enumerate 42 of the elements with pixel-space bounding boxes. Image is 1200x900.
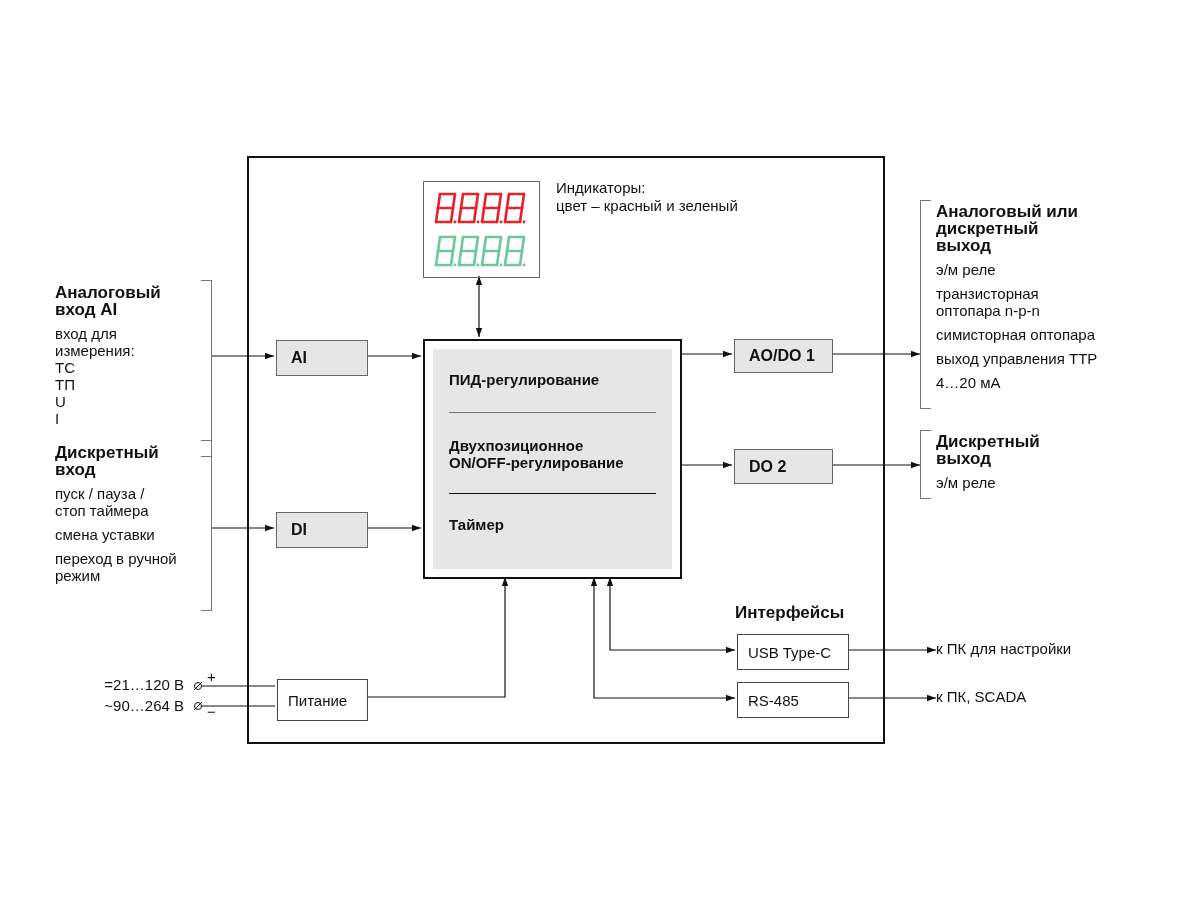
indicator-caption: цвет – красный и зеленый [556, 197, 738, 214]
description-text: пуск / пауза / стоп таймера [55, 485, 150, 519]
description-text: симисторная оптопара [936, 326, 1097, 343]
group-heading: Аналоговый вход AI [55, 284, 162, 318]
description-text: ТС [55, 359, 76, 376]
destination-label: к ПК, SCADA [936, 688, 1028, 705]
function-block: AO/DO 1 [734, 339, 833, 373]
voltage-label: ~90…264 В [103, 697, 184, 714]
description-text: вход для измерения: [55, 325, 136, 359]
description-text: транзисторная оптопара n-p-n [936, 285, 1041, 319]
polarity-sign: − [207, 703, 216, 720]
description-text: U [55, 393, 67, 410]
function-block: RS-485 [737, 682, 849, 718]
description-text: переход в ручной режим [55, 550, 177, 584]
group-heading: Дискретный выход [936, 433, 1041, 467]
description-text: смена уставки [55, 526, 156, 543]
description-text: э/м реле [936, 474, 997, 491]
controller-block [423, 339, 682, 579]
connector-arrow [475, 275, 483, 338]
description-text: I [55, 410, 61, 427]
mode-label: ПИД-регулирование [449, 371, 601, 388]
description-text: 4…20 мА [936, 374, 1002, 391]
function-block: DO 2 [734, 449, 833, 484]
group-heading: Дискретный вход [55, 444, 160, 478]
bracket-group [55, 440, 212, 611]
description-text: э/м реле [936, 261, 997, 278]
function-block: DI [276, 512, 368, 548]
destination-label: к ПК для настройки [936, 640, 1073, 657]
connector-arrow [211, 352, 275, 360]
function-block: USB Type-C [737, 634, 849, 670]
indicator-caption: Индикаторы: [556, 179, 646, 196]
group-heading: Аналоговый или дискретный выход [936, 203, 1080, 254]
function-block: Питание [277, 679, 368, 721]
description-text: выход управления ТТР [936, 350, 1099, 367]
mode-label: Таймер [449, 516, 505, 533]
polarity-sign: + [207, 668, 216, 685]
device-frame [247, 156, 885, 744]
mode-label: Двухпозиционное ON/OFF-регулирование [449, 437, 625, 471]
voltage-label: =21…120 В [103, 676, 184, 693]
connector-arrow [211, 524, 275, 532]
description-text: ТП [55, 376, 76, 393]
function-block: AI [276, 340, 368, 376]
